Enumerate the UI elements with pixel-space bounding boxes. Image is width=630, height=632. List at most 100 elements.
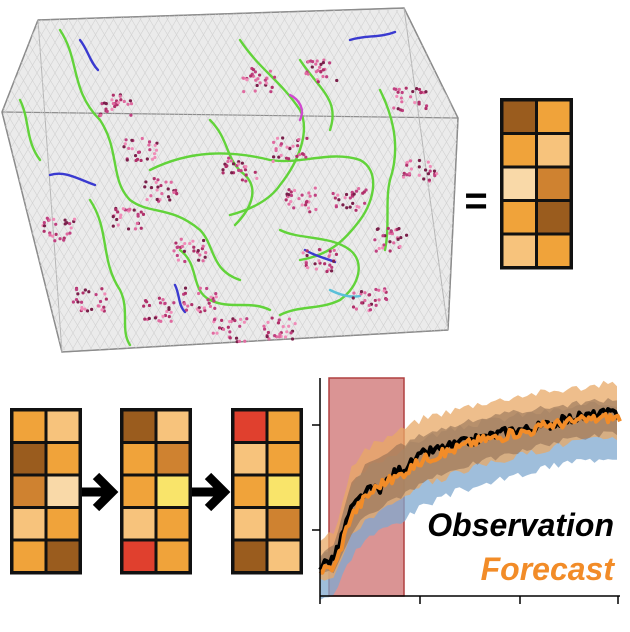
- defect-atom: [373, 238, 377, 242]
- defect-atom: [292, 188, 297, 193]
- defect-atom: [154, 148, 159, 152]
- defect-atom: [253, 70, 257, 74]
- defect-atom: [214, 292, 218, 296]
- defect-atom: [208, 304, 213, 309]
- defect-atom: [328, 263, 332, 267]
- defect-atom: [242, 320, 246, 324]
- defect-atom: [123, 142, 127, 146]
- grid-cell: [123, 476, 155, 506]
- defect-atom: [352, 291, 356, 295]
- lattice-line: [2, 9, 84, 351]
- defect-atom: [229, 159, 233, 163]
- defect-atom: [304, 200, 308, 204]
- defect-atom: [237, 162, 241, 166]
- defect-atom: [392, 106, 396, 110]
- defect-atom: [409, 95, 413, 99]
- defect-atom: [354, 307, 359, 311]
- defect-atom: [382, 243, 386, 247]
- defect-atom: [392, 241, 396, 245]
- defect-atom: [111, 101, 115, 106]
- defect-atom: [313, 262, 317, 266]
- equals-sign: =: [464, 179, 487, 223]
- grid-cell: [234, 411, 266, 441]
- defect-atom: [125, 158, 129, 162]
- defect-atom: [287, 324, 291, 328]
- defect-atom: [157, 319, 161, 323]
- dislocation-line-magenta: [288, 93, 304, 122]
- defect-atom: [115, 217, 119, 222]
- defect-atom: [45, 216, 49, 220]
- defect-atom: [300, 203, 304, 207]
- grid-cell: [47, 541, 79, 571]
- defect-atom: [83, 307, 87, 311]
- defect-atom: [65, 232, 69, 236]
- defect-atom: [111, 215, 115, 219]
- defect-atom: [382, 289, 386, 293]
- defect-atom: [417, 158, 422, 163]
- defect-atom: [401, 175, 406, 179]
- grid-cell: [157, 444, 189, 474]
- defect-atom: [143, 317, 147, 321]
- dislocation-line-blue: [173, 283, 187, 314]
- defect-atom: [258, 73, 262, 77]
- defect-atom: [399, 96, 403, 100]
- defect-atom: [398, 108, 403, 112]
- defect-atom: [110, 107, 114, 111]
- defect-atom: [278, 332, 282, 336]
- defect-atom: [191, 239, 195, 243]
- defect-atom: [119, 213, 123, 217]
- defect-atom: [279, 142, 284, 146]
- defect-atom: [244, 179, 248, 183]
- defect-atom: [197, 306, 201, 310]
- defect-atom: [183, 241, 187, 246]
- lattice-line: [296, 9, 458, 351]
- defect-atom: [150, 157, 155, 161]
- defect-atom: [354, 208, 358, 212]
- defect-atom: [367, 303, 371, 308]
- defect-atom: [168, 198, 172, 202]
- defect-atom: [329, 269, 334, 273]
- defect-atom: [186, 304, 190, 308]
- defect-atom: [172, 190, 176, 194]
- lattice-line: [2, 9, 156, 351]
- dislocation-line-blue: [78, 38, 100, 72]
- defect-atom: [419, 90, 423, 94]
- defect-atom: [388, 240, 392, 244]
- defect-atom: [264, 81, 268, 85]
- defect-atom: [116, 210, 120, 214]
- defect-atom: [300, 193, 304, 197]
- defect-atom: [149, 186, 154, 190]
- defect-atom: [374, 287, 378, 292]
- uncertainty-band-overlap: [320, 398, 617, 576]
- defect-atom: [321, 61, 325, 65]
- defect-atom: [277, 318, 281, 322]
- defect-atom: [331, 191, 335, 196]
- defect-atom: [166, 187, 170, 191]
- defect-atom: [213, 306, 217, 311]
- defect-atom: [58, 237, 62, 241]
- defect-atom: [428, 169, 432, 173]
- state-grid-step-2: [120, 408, 192, 575]
- defect-atom: [304, 155, 308, 159]
- lattice-line: [2, 9, 120, 351]
- defect-atom: [231, 162, 236, 166]
- lattice-line: [2, 9, 84, 351]
- defect-atom: [334, 252, 339, 256]
- dislocation-line-green: [148, 152, 375, 262]
- defect-atom: [169, 180, 173, 184]
- defect-atom: [336, 193, 340, 197]
- defect-atom: [289, 193, 294, 198]
- dislocation-line-green: [58, 28, 242, 282]
- defect-atom: [203, 255, 207, 259]
- defect-atom: [308, 210, 312, 214]
- defect-atom: [319, 62, 323, 66]
- grid-cell: [234, 541, 266, 571]
- cube-edge: [1, 111, 459, 119]
- defect-atom: [373, 298, 377, 303]
- defect-atom: [69, 226, 73, 230]
- defect-atom: [399, 235, 403, 240]
- defect-atom: [197, 308, 201, 312]
- grid-cell: [268, 541, 300, 571]
- defect-atom: [315, 59, 319, 63]
- defect-atom: [351, 296, 355, 300]
